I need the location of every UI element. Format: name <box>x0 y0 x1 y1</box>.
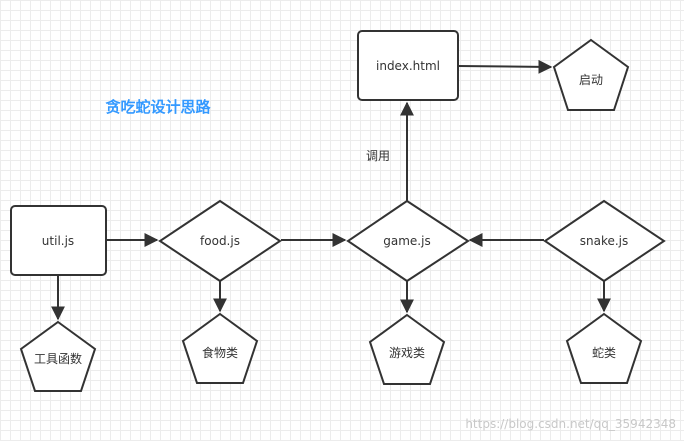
edge-label-call: 调用 <box>366 149 390 163</box>
node-util-js-label: util.js <box>42 234 74 248</box>
node-utility-functions-shape <box>19 320 97 392</box>
node-index-html: index.html <box>357 30 459 101</box>
node-food-class: 食物类 <box>181 312 259 384</box>
edge-index-to-start <box>457 59 553 74</box>
node-food-class-label: 食物类 <box>202 345 238 360</box>
node-snake-class-shape <box>565 312 643 384</box>
node-food-js: food.js <box>158 199 282 283</box>
node-game-class-shape <box>368 313 446 385</box>
node-snake-js: snake.js <box>543 199 666 283</box>
node-game-js: game.js <box>346 199 470 283</box>
node-food-js-label: food.js <box>200 234 240 248</box>
node-index-html-label: index.html <box>376 59 440 73</box>
node-util-js: util.js <box>10 205 107 276</box>
watermark-text: https://blog.csdn.net/qq_35942348 <box>465 417 676 431</box>
node-snake-js-shape <box>543 199 666 283</box>
node-utility-functions: 工具函数 <box>19 320 97 392</box>
node-food-class-shape <box>181 312 259 384</box>
node-start-label: 启动 <box>579 73 603 87</box>
node-util-js-shape <box>10 205 107 276</box>
node-game-js-shape <box>346 199 470 283</box>
node-snake-class: 蛇类 <box>565 312 643 384</box>
node-start: 启动 <box>552 38 630 111</box>
node-index-html-shape <box>357 30 459 101</box>
diagram-title: 贪吃蛇设计思路 <box>105 98 211 116</box>
node-game-class-label: 游戏类 <box>389 346 425 360</box>
node-start-shape <box>552 38 630 111</box>
node-snake-class-label: 蛇类 <box>592 345 616 360</box>
node-game-js-label: game.js <box>383 234 430 248</box>
node-utility-functions-label: 工具函数 <box>34 351 82 366</box>
node-game-class: 游戏类 <box>368 313 446 385</box>
node-snake-js-label: snake.js <box>580 234 629 248</box>
node-food-js-shape <box>158 199 282 283</box>
